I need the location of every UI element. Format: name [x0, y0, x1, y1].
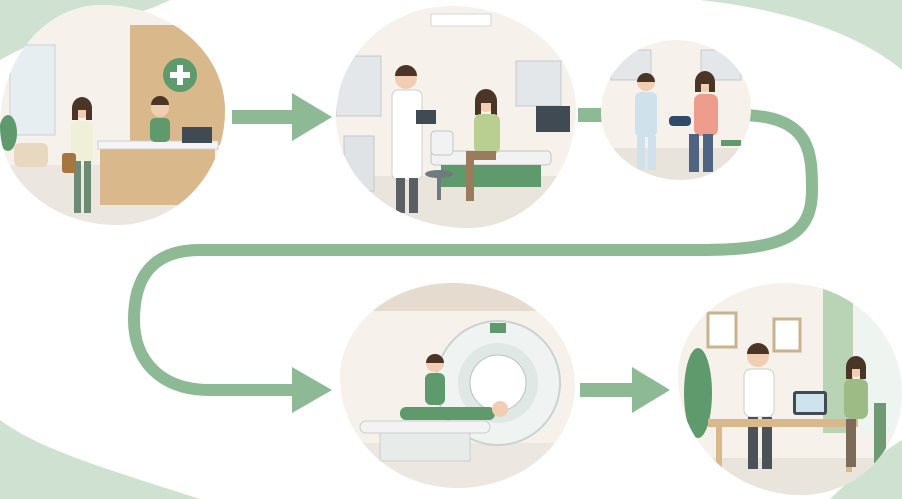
flow-serpentine-path	[127, 109, 819, 396]
nurse-figure	[635, 73, 657, 170]
patient-seated-figure-3	[844, 356, 868, 467]
step-blood-pressure-scene	[601, 40, 751, 180]
armchair	[14, 143, 48, 167]
doctor-figure-2	[743, 343, 775, 469]
flow-arrow-3-head	[292, 367, 332, 413]
step-mri-scene	[340, 283, 575, 488]
mri-illustration	[340, 283, 575, 488]
blood-pressure-illustration	[601, 40, 751, 180]
doctor-figure	[391, 65, 436, 213]
medical-cross-icon	[163, 58, 197, 92]
plant-2	[684, 348, 712, 438]
receptionist-figure	[150, 96, 170, 142]
patient-figure	[62, 97, 93, 213]
patient-seated-figure	[466, 89, 500, 201]
patient-seated-figure-2	[689, 71, 718, 172]
step-reception-scene	[0, 5, 225, 225]
corner-shape-bottom-left	[0, 420, 200, 499]
corner-shape-top-right	[700, 0, 902, 70]
blood-pressure-cuff-icon	[669, 116, 691, 126]
stool	[425, 170, 453, 200]
patient-lying-figure	[400, 401, 508, 420]
reception-illustration	[0, 5, 225, 225]
tablet-report-icon	[793, 391, 827, 415]
technician-figure	[425, 354, 445, 405]
flow-arrow-1-head	[292, 93, 332, 141]
mri-table	[359, 420, 491, 462]
flow-arrow-4-head	[632, 367, 670, 413]
plant	[0, 115, 17, 151]
